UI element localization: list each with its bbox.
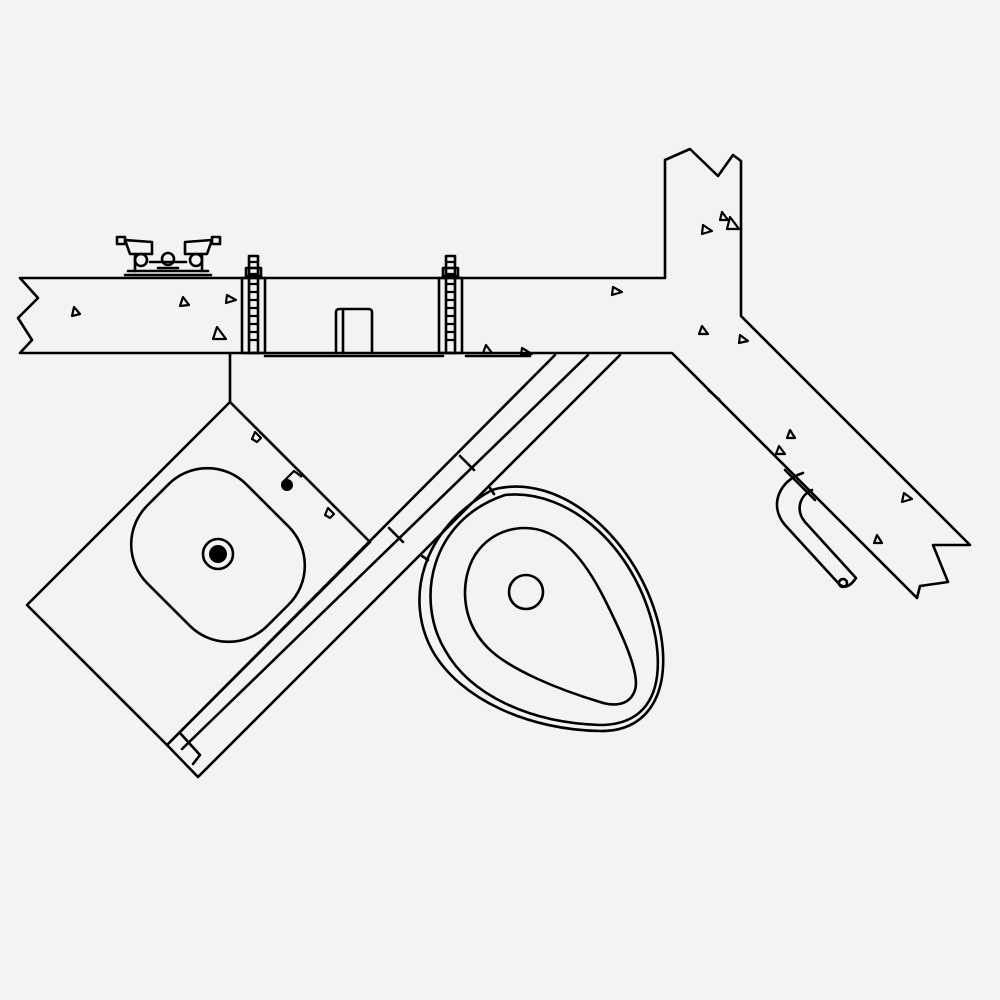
grab-bar-end [837, 577, 849, 589]
faucet [115, 235, 222, 277]
toilet-rim [429, 493, 660, 727]
anchor-bolt-right [437, 254, 464, 355]
toilet-bowl [463, 526, 638, 706]
toilet-seat-hinges [420, 486, 496, 562]
bracket [334, 307, 374, 355]
basin-bowl [129, 466, 307, 644]
toilet-drain [507, 573, 545, 611]
drain-ring [201, 537, 235, 571]
toilet-outer [418, 485, 665, 733]
countertop-strip [165, 353, 622, 779]
concrete-aggregate [70, 210, 914, 545]
drain-icon [209, 545, 227, 563]
basin-fixings [250, 430, 336, 520]
grab-bar-mount [783, 468, 817, 502]
concrete-wall [16, 147, 972, 600]
anchor-bolt-left [240, 254, 267, 355]
